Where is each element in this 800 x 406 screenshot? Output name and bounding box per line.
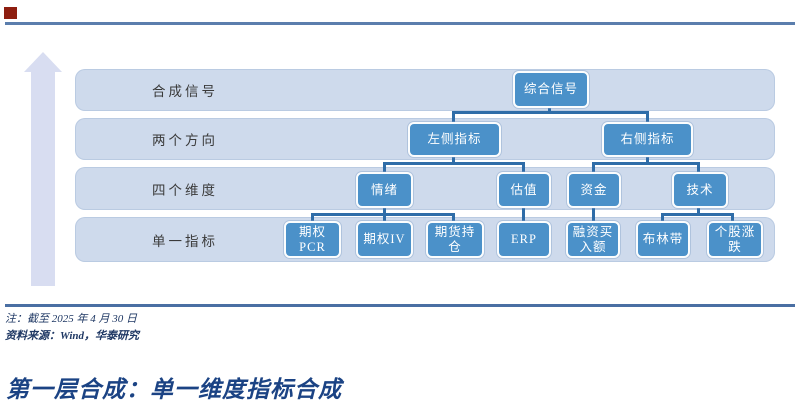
up-arrow-shaft [31,71,55,286]
connector [452,111,455,123]
node-left-indicator: 左侧指标 [408,122,501,157]
connector [452,111,649,114]
node-stock-updown: 个股涨 跌 [707,221,763,258]
node-right-indicator: 右侧指标 [602,122,693,157]
node-option-iv: 期权IV [356,221,413,258]
band-level-1: 合成信号 [75,69,775,111]
connector [592,162,595,173]
connector [646,157,649,164]
connector [646,111,649,123]
band-level-3: 四个维度 [75,167,775,210]
node-bollinger: 布林带 [636,221,690,258]
connector [311,213,314,222]
note-source: 资料来源：Wind，华泰研究 [5,330,140,342]
brand-red-square [4,7,17,19]
connector [731,213,734,222]
figure-title: 第一层合成：单一维度指标合成 [6,377,342,402]
up-arrow-icon [24,52,62,72]
connector [522,208,525,222]
row-label-four-dimensions: 四个维度 [152,182,218,198]
connector [661,213,664,222]
connector [311,213,454,216]
bottom-divider-rule [5,304,795,307]
node-sentiment: 情绪 [356,172,413,208]
connector [548,106,551,113]
node-erp: ERP [497,221,551,258]
connector [522,162,525,173]
node-capital: 资金 [567,172,621,208]
connector [661,213,734,216]
node-futures-position: 期货持 仓 [426,221,484,258]
note-date: 注：截至 2025 年 4 月 30 日 [5,313,137,325]
node-valuation: 估值 [497,172,551,208]
connector [697,162,700,173]
top-divider-rule [5,22,795,25]
connector [452,213,455,222]
row-label-two-directions: 两个方向 [152,133,218,148]
connector [383,162,524,165]
node-composite-signal: 综合信号 [513,71,589,108]
connector [592,162,700,165]
connector [383,162,386,173]
node-technical: 技术 [672,172,728,208]
connector [452,157,455,164]
connector [592,208,595,222]
node-option-pcr: 期权 PCR [284,221,341,258]
node-margin-buy: 融资买 入额 [566,221,620,258]
row-label-single-indicators: 单一指标 [152,233,218,249]
connector [697,208,700,216]
row-label-synthesized-signal: 合成信号 [152,84,218,99]
